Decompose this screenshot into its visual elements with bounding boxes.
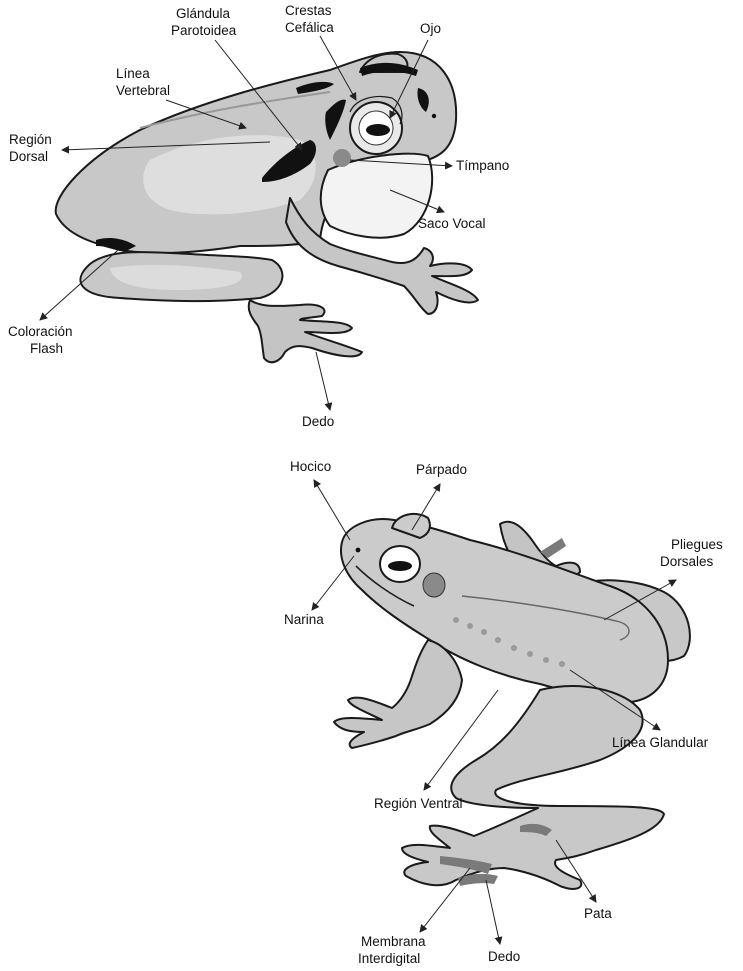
frog-dorsal-view xyxy=(334,514,690,889)
label-flash: Flash xyxy=(30,341,63,356)
bottom-tympanum xyxy=(423,573,445,597)
label-pliegues: Pliegues xyxy=(671,537,723,552)
label-dedo-bottom: Dedo xyxy=(488,949,520,964)
label-dorsales: Dorsales xyxy=(660,554,714,569)
frog-lateral-view xyxy=(56,52,478,362)
label-dorsal: Dorsal xyxy=(9,149,48,164)
label-linea-glandular: Línea Glandular xyxy=(612,735,709,750)
label-saco-vocal: Saco Vocal xyxy=(418,216,486,231)
label-glandula: Glándula xyxy=(176,6,231,21)
label-parpado: Párpado xyxy=(416,462,467,477)
bottom-nostril xyxy=(356,548,361,553)
bottom-front-arm xyxy=(334,640,462,748)
label-membrana: Membrana xyxy=(361,934,426,949)
top-nostril xyxy=(432,114,436,118)
label-dedo-top: Dedo xyxy=(302,414,334,429)
bottom-body xyxy=(341,519,668,702)
label-crestas: Crestas xyxy=(285,3,332,18)
label-cefalica: Cefálica xyxy=(285,20,334,35)
bottom-eye xyxy=(380,546,420,582)
label-linea: Línea xyxy=(116,66,150,81)
label-interdigital: Interdigital xyxy=(358,951,420,966)
label-timpano: Tímpano xyxy=(456,158,509,173)
label-parotoidea: Parotoidea xyxy=(171,23,237,38)
label-ojo: Ojo xyxy=(420,21,441,36)
top-tympanum xyxy=(333,149,351,167)
label-coloracion: Coloración xyxy=(8,324,73,339)
label-region: Región xyxy=(9,132,52,147)
label-vertebral: Vertebral xyxy=(116,83,170,98)
top-hind-foot xyxy=(249,300,362,362)
label-hocico: Hocico xyxy=(290,459,331,474)
top-vocal-sac xyxy=(321,154,432,238)
label-narina: Narina xyxy=(284,612,324,627)
label-pata: Pata xyxy=(584,906,612,921)
label-region-ventral: Región Ventral xyxy=(374,796,463,811)
